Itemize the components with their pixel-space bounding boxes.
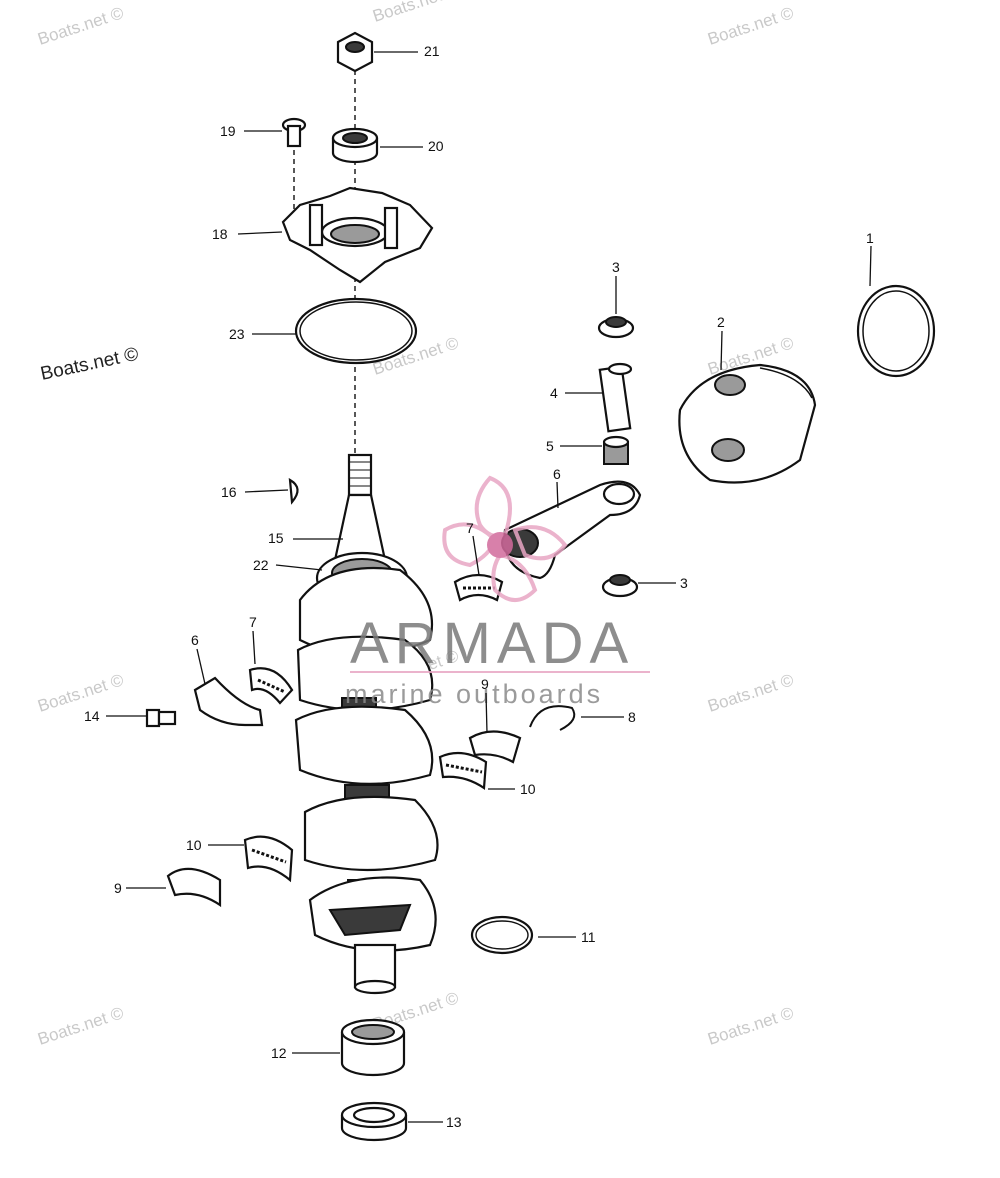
bearing-cage-7-left [248,667,294,705]
watermark-text: Boats.net © [35,670,126,716]
callout-2: 2 [717,314,725,330]
callout-4: 4 [550,385,558,401]
watermark-text: Boats.net © [370,0,461,26]
seal-13 [340,1101,408,1142]
end-cap-18 [281,186,434,284]
propeller-icon [442,475,568,602]
bearing-race-9-right [468,730,522,764]
brand-tagline: marine outboards [345,679,603,709]
o-ring-23 [294,297,418,365]
watermark-text: Boats.net © [705,1003,796,1049]
callout-19: 19 [220,123,236,139]
crankshaft-15 [294,453,439,995]
watermark-text: Boats.net © [705,3,796,49]
callout-6: 6 [553,466,561,482]
piston-2 [678,363,817,484]
callout-9: 9 [481,676,489,692]
bearing-cage-10-right [438,751,488,790]
callout-22: 22 [253,557,269,573]
leader-lines [106,51,872,1123]
retainer-8 [529,705,576,731]
callout-23: 23 [229,326,245,342]
screw-19 [281,117,307,148]
armada-logo: ARMADA marine outboards [345,475,650,709]
callout-15: 15 [268,530,284,546]
callout-7: 7 [249,614,257,630]
callout-10: 10 [186,837,202,853]
brand-name: ARMADA [350,611,634,676]
callout-6: 6 [191,632,199,648]
callout-labels: 21 19 20 18 1 3 2 23 4 5 6 16 15 7 22 3 … [84,43,874,1130]
callout-9: 9 [114,880,122,896]
callout-3: 3 [612,259,620,275]
roller-bearing-12 [340,1018,406,1077]
bearing-race-9-left [166,867,222,908]
ring-11 [470,915,534,955]
watermark-text: Boats.net © [35,1003,126,1049]
callout-3: 3 [680,575,688,591]
callout-20: 20 [428,138,444,154]
wrist-pin-4 [598,362,633,433]
callout-18: 18 [212,226,228,242]
washer-3-top [597,316,635,339]
nut-21 [336,31,374,73]
callout-7: 7 [466,520,474,536]
oil-seal-20 [331,127,379,164]
watermark-text: Boats.net © [35,3,126,49]
bearing-cage-10-left [243,835,294,883]
callout-16: 16 [221,484,237,500]
watermark-text: Boats.net © [39,344,141,385]
needle-bearing-5 [602,435,630,465]
callout-5: 5 [546,438,554,454]
piston-ring-1 [856,284,936,378]
bearing-cage-7-right [453,573,504,602]
rod-cap-6 [193,676,264,727]
washer-3-bottom [601,574,639,598]
callout-11: 11 [581,929,596,945]
callout-21: 21 [424,43,440,59]
callout-13: 13 [446,1114,462,1130]
watermark-text: Boats.net © [705,670,796,716]
cap-screw-14 [145,708,177,728]
callout-8: 8 [628,709,636,725]
callout-12: 12 [271,1045,287,1061]
callout-14: 14 [84,708,100,724]
callout-1: 1 [866,230,874,246]
woodruff-key-16 [288,477,299,505]
callout-10: 10 [520,781,536,797]
